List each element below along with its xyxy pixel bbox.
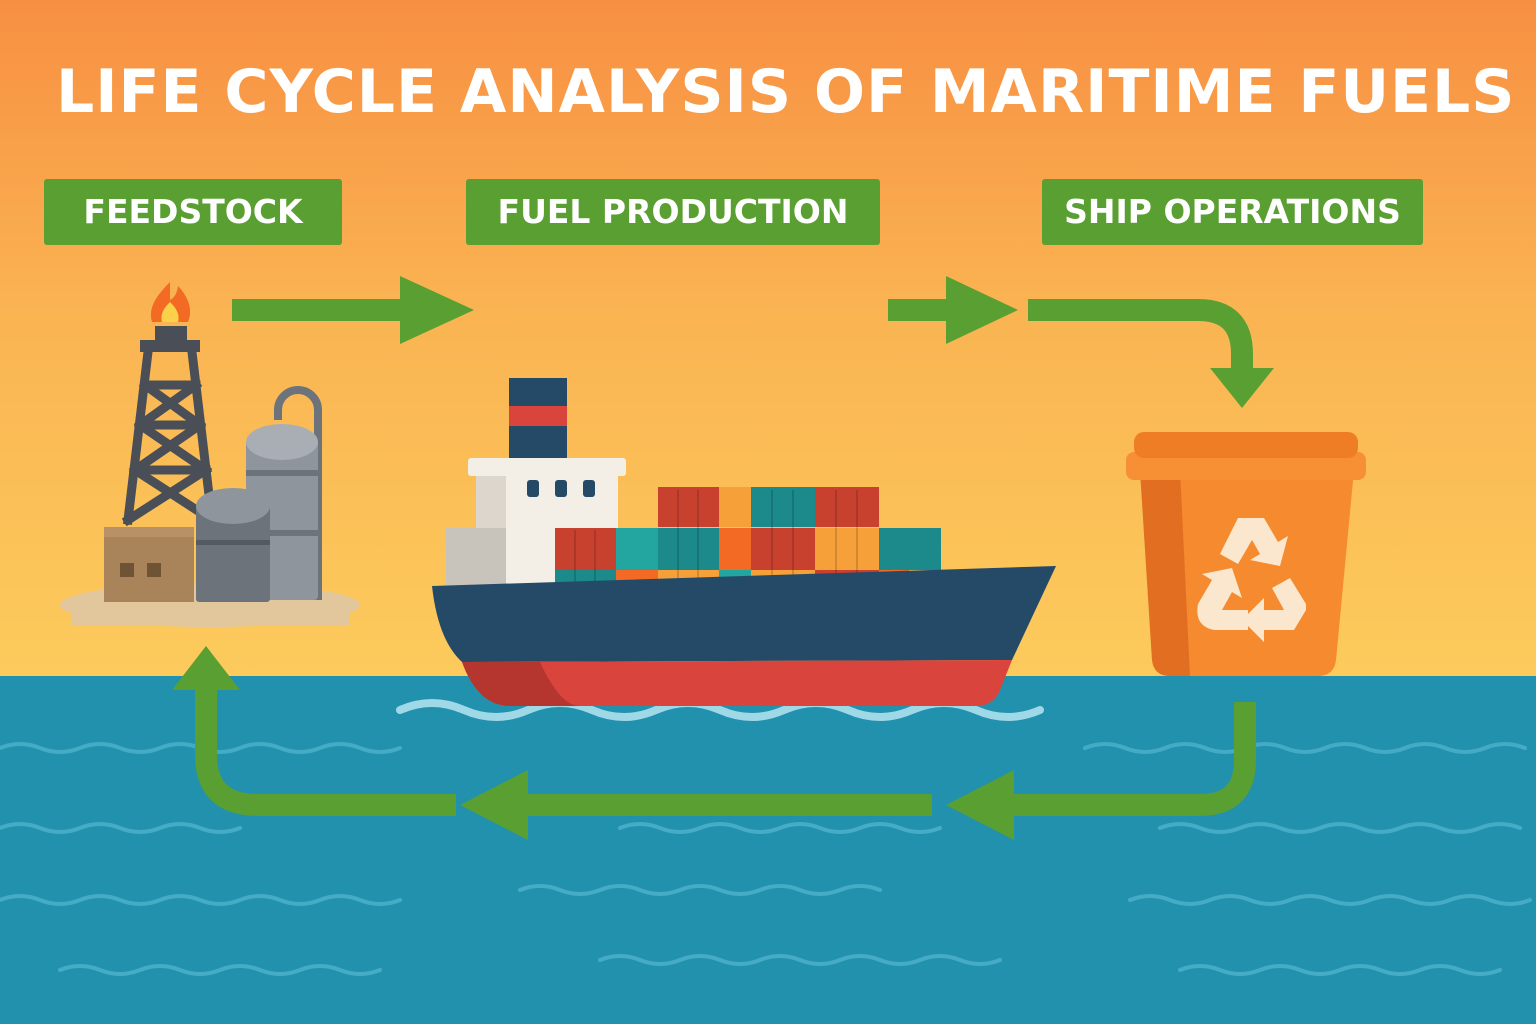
container-ship-icon bbox=[396, 378, 1056, 721]
arrow-production-to-ship bbox=[888, 276, 1018, 344]
recycling-bin-icon bbox=[1126, 432, 1366, 676]
stage-label-fuel-production: FUEL PRODUCTION bbox=[466, 179, 880, 245]
sea-waves bbox=[0, 742, 1532, 976]
arrow-return-middle bbox=[460, 770, 932, 840]
oil-rig-refinery-icon bbox=[60, 282, 360, 627]
arrow-bin-return bbox=[946, 702, 1256, 840]
stage-label-ship-operations: SHIP OPERATIONS bbox=[1042, 179, 1423, 245]
arrow-feedstock-to-production bbox=[232, 276, 474, 344]
flow-arrows bbox=[172, 276, 1274, 840]
arrow-ship-to-bin bbox=[1028, 299, 1274, 408]
page-title: LIFE CYCLE ANALYSIS OF MARITIME FUELS bbox=[56, 57, 1516, 127]
stage-label-feedstock: FEEDSTOCK bbox=[44, 179, 342, 245]
arrow-return-to-feedstock bbox=[172, 646, 456, 816]
